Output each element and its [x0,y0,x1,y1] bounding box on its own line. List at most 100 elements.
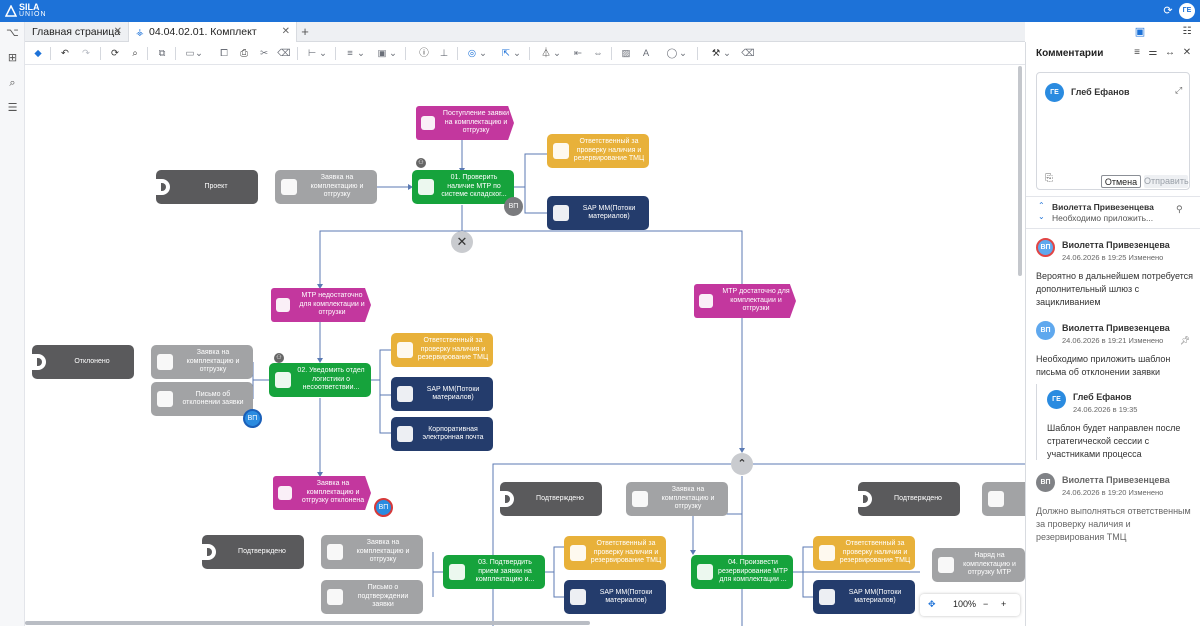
redo-icon[interactable]: ↷ [82,48,90,59]
resize-icon[interactable]: ↔ [1165,47,1175,58]
role-responsible-4[interactable]: Ответственный за проверку наличия и резе… [813,536,915,570]
info-icon[interactable]: ⓘ [419,48,429,59]
object-project[interactable]: Проект [156,170,258,204]
gateway-collapse[interactable]: ⌃ [731,453,753,475]
role-responsible-3[interactable]: Ответственный за проверку наличия и резе… [564,536,666,570]
filter-settings-icon[interactable]: ☰ [7,102,18,114]
close-icon[interactable]: ✕ [1182,47,1192,58]
chevron-down-icon[interactable]: ⌄ [553,48,561,59]
doc-request-4[interactable]: Заявка на комплектацию и отгрузку [321,535,423,569]
sliders-icon[interactable]: ⚌ [1148,47,1158,58]
cut-icon[interactable]: ✂ [260,48,268,59]
task-03-confirm-request[interactable]: 03. Подтвердить прием заявки на комплект… [443,555,545,589]
eraser-icon[interactable]: ⌫ [741,48,755,59]
chevron-down-icon[interactable]: ⌄ [479,48,487,59]
arrange-icon[interactable]: ▣ [377,48,387,59]
task-01-check-stock[interactable]: 01. Проверить наличие МТР по системе скл… [412,170,514,204]
event-request-rejected[interactable]: Заявка на комплектацию и отгрузку отклон… [273,476,371,510]
doc-order[interactable]: Наряд на комплектацию и отгрузку МТР [932,548,1025,582]
assignee-avatar[interactable]: ВП [504,197,523,216]
target-icon[interactable]: ◎ [467,48,477,59]
nav-down-icon[interactable]: ⌄ [1038,212,1045,221]
chevron-down-icon[interactable]: ⌄ [389,48,397,59]
role-responsible-1[interactable]: Ответственный за проверку наличия и резе… [547,134,649,168]
event-insufficient[interactable]: МТР недостаточно для комплектации и отгр… [271,288,371,322]
align-icon[interactable]: ⊢ [307,48,317,59]
image-icon[interactable]: ▨ [621,48,631,59]
process-icon[interactable]: ⌥ [6,27,19,39]
delete-icon[interactable]: ⌫ [277,48,291,59]
copy-icon[interactable]: ⧉ [158,48,166,59]
pin-icon[interactable]: 📌︎ [1180,336,1191,345]
status-confirmed-3[interactable]: Подтверждено [202,535,304,569]
refresh-icon[interactable]: ⟳ [1163,5,1173,17]
undo-icon[interactable]: ↶ [61,48,69,59]
export-icon[interactable]: ⇱ [502,48,510,59]
system-sap-4[interactable]: SAP MM(Потоки материалов) [813,580,915,614]
doc-request-1[interactable]: Заявка на комплектацию и отгрузку [275,170,377,204]
text-icon[interactable]: A [642,48,650,59]
event-request-received[interactable]: Поступление заявки на комплектацию и отг… [416,106,514,140]
assignee-avatar[interactable]: ВП [374,498,393,517]
chevron-down-icon[interactable]: ⌄ [357,48,365,59]
comments-toggle-icon[interactable]: ▣ [1134,26,1146,38]
expand-icon[interactable]: ⇔ [593,48,603,59]
doc-partial[interactable] [982,482,1025,516]
task-04-reserve[interactable]: 04. Произвести резервирование МТР для ко… [691,555,793,589]
chevron-down-icon[interactable]: ⌄ [723,48,731,59]
system-sap-1[interactable]: SAP MM(Потоки материалов) [547,196,649,230]
role-responsible-2[interactable]: Ответственный за проверку наличия и резе… [391,333,493,367]
collapse-icon[interactable]: ⇤ [574,48,582,59]
nav-up-icon[interactable]: ⌃ [1038,201,1045,210]
panel-settings-icon[interactable]: ☷ [1182,26,1192,37]
zoom-in-button[interactable]: + [1001,599,1007,609]
duplicate-icon[interactable]: ⧠ [220,48,228,59]
doc-request-2[interactable]: Заявка на комплектацию и отгрузку [151,345,253,379]
cube-icon[interactable]: ◆ [34,48,42,59]
event-sufficient[interactable]: МТР достаточно для комплектации и отгруз… [694,284,796,318]
print-icon[interactable]: ⎙ [240,48,248,59]
search-icon[interactable]: ⌕ [9,77,16,89]
unpin-icon[interactable]: ⚲ [1176,204,1183,214]
comment-shape-icon[interactable]: ◯ [666,48,678,59]
format-paint-icon[interactable]: ⚒ [711,48,721,59]
zoom-out-button[interactable]: − [983,599,989,609]
comment-editor[interactable]: ГЕ Глеб Ефанов ⤢ ⎘ Отмена Отправить [1036,72,1190,190]
exclusive-gateway[interactable]: ✕ [451,231,473,253]
refresh-icon[interactable]: ⟳ [111,48,119,59]
close-icon[interactable]: ✕ [113,26,122,37]
doc-request-3[interactable]: Заявка на комплектацию и отгрузку [626,482,728,516]
doc-rejection-letter[interactable]: Письмо об отклонении заявки [151,382,253,416]
tab-home[interactable]: Главная страница ✕ [25,22,129,42]
search-icon[interactable]: ⌕ [132,48,138,59]
paste-icon[interactable]: ▭ [185,48,195,59]
vertical-scrollbar[interactable] [1018,66,1022,276]
status-confirmed-1[interactable]: Подтверждено [500,482,602,516]
add-tab-button[interactable]: + [301,24,309,39]
system-sap-2[interactable]: SAP MM(Потоки материалов) [391,377,493,411]
pan-icon[interactable]: ✥ [928,599,936,609]
user-avatar[interactable]: ГЕ [1179,3,1195,19]
status-rejected[interactable]: Отклонено [32,345,134,379]
horizontal-scrollbar[interactable] [25,621,590,625]
assignee-avatar[interactable]: ВП [243,409,262,428]
list-icon[interactable]: ≡ [1134,47,1140,58]
hierarchy-icon[interactable]: ⊥ [439,48,449,59]
task-02-notify-logistics[interactable]: 02. Уведомить отдел логистики о несоотве… [269,363,371,397]
close-icon[interactable]: ✕ [281,26,290,37]
chevron-down-icon[interactable]: ⌄ [679,48,687,59]
send-button[interactable]: Отправить [1144,175,1189,188]
chevron-down-icon[interactable]: ⌄ [513,48,521,59]
apps-grid-icon[interactable]: ⊞ [7,52,18,64]
cancel-button[interactable]: Отмена [1101,175,1141,188]
chevron-down-icon[interactable]: ⌄ [319,48,327,59]
expand-icon[interactable]: ⤢ [1175,85,1183,95]
system-sap-3[interactable]: SAP MM(Потоки материалов) [564,580,666,614]
chevron-down-icon[interactable]: ⌄ [195,48,203,59]
attach-icon[interactable]: ⎘ [1045,173,1053,184]
diagram-canvas[interactable]: Поступление заявки на комплектацию и отг… [25,66,1025,626]
tab-process[interactable]: ⚶ 04.04.02.01. Комплект ✕ [129,22,297,42]
doc-confirmation-letter[interactable]: Письмо о подтверждении заявки [321,580,423,614]
distribute-icon[interactable]: ≡ [347,48,353,59]
status-confirmed-2[interactable]: Подтверждено [858,482,960,516]
